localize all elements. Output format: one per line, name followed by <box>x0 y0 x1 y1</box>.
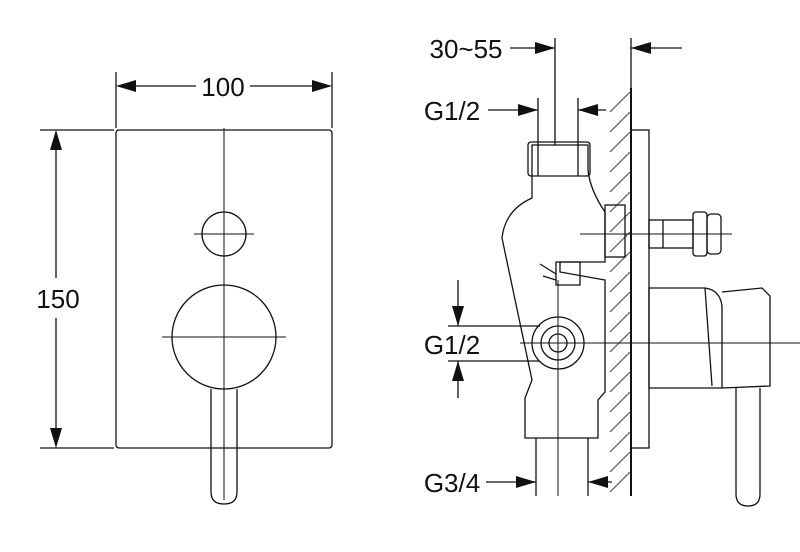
lever-side <box>735 388 761 507</box>
lever-handle <box>210 389 238 505</box>
handle-side <box>648 287 771 507</box>
top-inlet-label: G1/2 <box>424 96 480 126</box>
wall-depth-label: 30~55 <box>429 34 502 64</box>
height-dimension: 150 <box>36 129 114 449</box>
wall-depth-dimension: 30~55 <box>429 34 682 145</box>
wall-hatch <box>609 88 632 496</box>
side-view: 30~55 G1/2 G1/2 <box>424 34 800 507</box>
width-label: 100 <box>201 72 244 102</box>
height-label: 150 <box>36 284 79 314</box>
top-inlet-dimension: G1/2 <box>424 96 606 142</box>
diverter-spindle <box>648 211 722 257</box>
cover-plate-side <box>630 129 650 449</box>
width-dimension: 100 <box>115 72 333 128</box>
bottom-outlet-label: G3/4 <box>424 468 480 498</box>
bottom-outlet-dimension: G3/4 <box>424 438 612 498</box>
side-outlet-dimension: G1/2 <box>424 280 540 398</box>
valve-body <box>501 144 606 439</box>
top-inlet-nut <box>527 141 591 177</box>
side-outlet-label: G1/2 <box>424 330 480 360</box>
front-view: 100 150 <box>36 72 333 505</box>
